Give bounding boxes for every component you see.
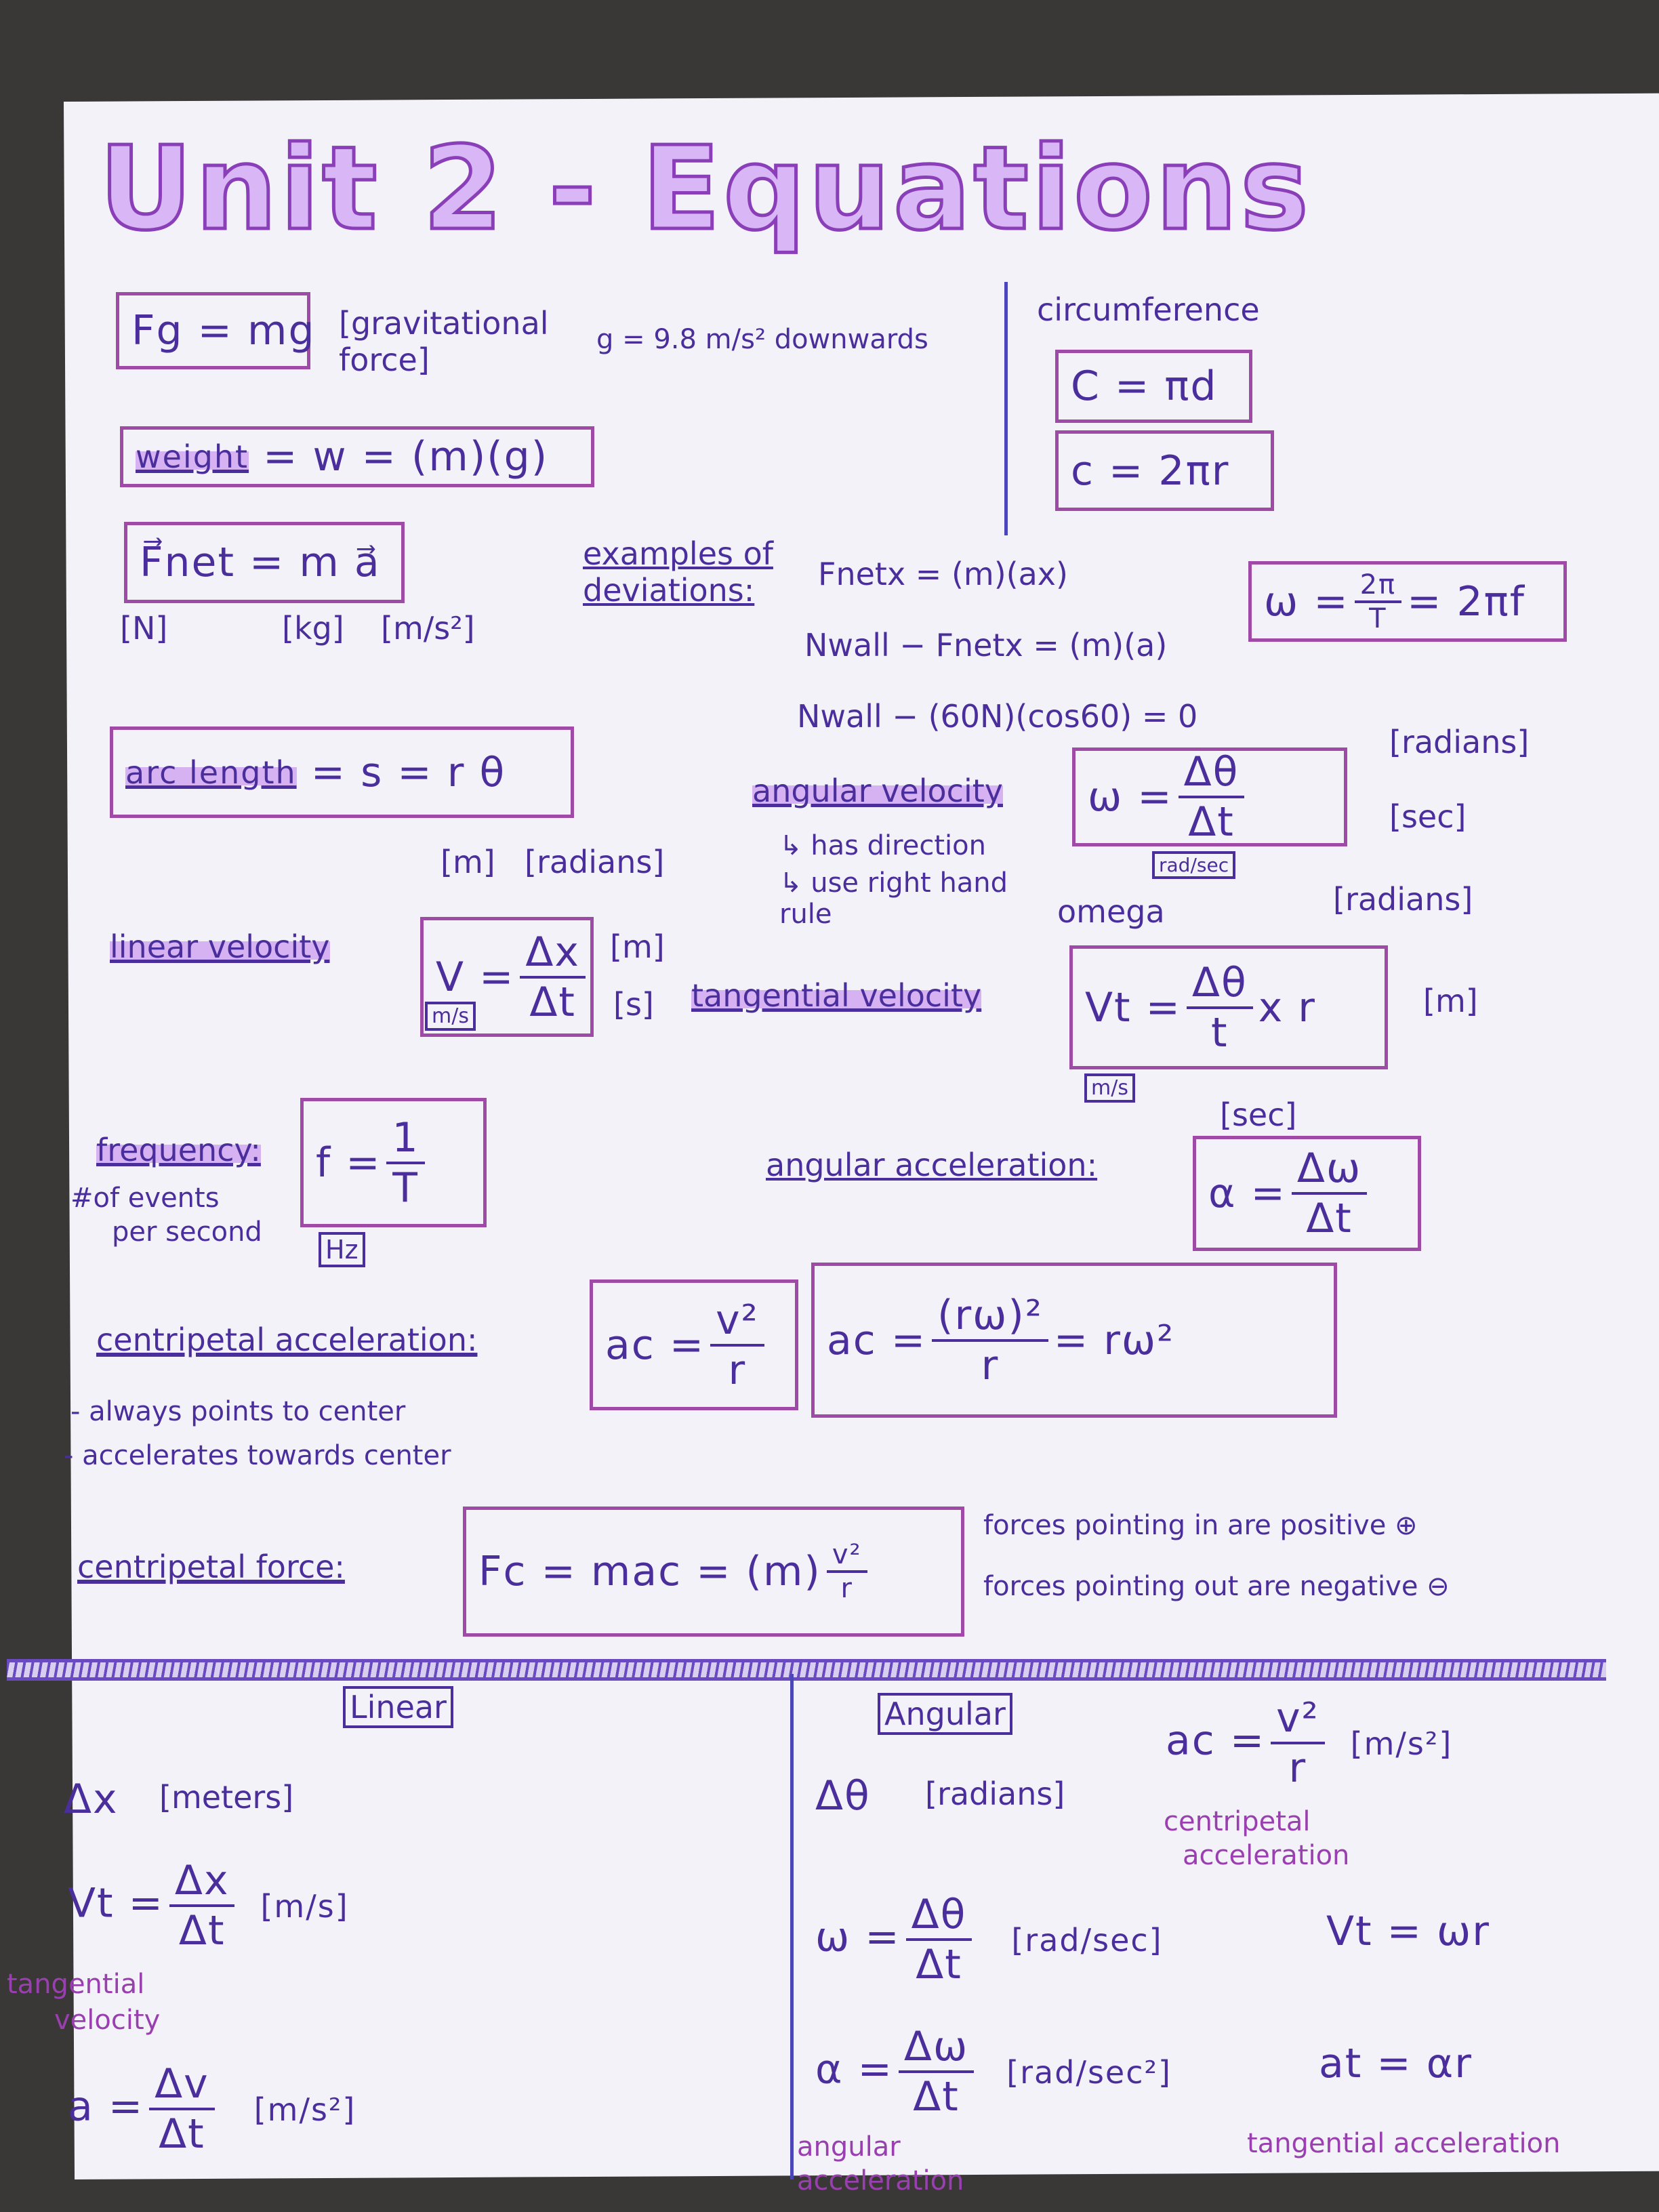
note: velocity (54, 2005, 161, 2036)
centripetal-acceleration-term: centripetal acceleration: (96, 1322, 478, 1358)
g-value: g = 9.8 m/s² downwards (596, 324, 928, 355)
vertical-divider-top (1004, 282, 1008, 535)
angular-vt: Vt = ωr (1326, 1908, 1490, 1955)
note: tangential (7, 1969, 145, 2000)
tangential-velocity-term: tangential velocity (691, 977, 982, 1014)
arc-length-term: arc length (125, 754, 297, 791)
omega-lhs: ω = (1264, 577, 1349, 626)
weight-eq: = w = (m)(g) (263, 433, 549, 480)
angular-at: at = αr (1319, 2040, 1473, 2087)
page-title: Unit 2 - Equations (97, 121, 1312, 258)
note: angular (797, 2131, 901, 2163)
unit-radians: [radians] (1389, 724, 1530, 760)
note: #of events (70, 1183, 220, 1214)
weight-box: weight = w = (m)(g) (120, 426, 594, 487)
derivations-label: examples of deviations: (583, 535, 773, 609)
unit-radians: [radians] (525, 844, 665, 880)
unit-badge: rad/sec (1152, 851, 1236, 879)
linear-velocity-term: linear velocity (110, 928, 330, 965)
unit-sec: [sec] (1220, 1097, 1297, 1133)
weight-term: weight (136, 438, 249, 475)
derivation-line: Nwall − (60N)(cos60) = 0 (797, 698, 1198, 735)
note: tangential acceleration (1247, 2128, 1561, 2159)
net-force-box: F⃗net = m a⃗ (124, 522, 405, 603)
centripetal-force-term: centripetal force: (77, 1549, 345, 1585)
unit-radians: [radians] (1333, 881, 1473, 918)
frequency-term: frequency: (96, 1132, 261, 1168)
angular-dtheta: Δθ (815, 1772, 871, 1820)
arc-length-box: arc length = s = r θ (110, 726, 574, 818)
circumference-radius-box: c = 2πr (1055, 430, 1274, 511)
circumference-label: circumference (1037, 291, 1260, 328)
angular-velocity-term: angular velocity (752, 773, 1003, 809)
section-divider (7, 1659, 1606, 1681)
note: per second (112, 1216, 262, 1248)
unit-badge: m/s (425, 1002, 476, 1031)
circumference-diameter-box: C = πd (1055, 350, 1252, 423)
gravity-force-label: [gravitational force] (339, 305, 549, 378)
arc-length-eq: = s = r θ (310, 748, 506, 796)
unit-badge: m/s (1084, 1073, 1135, 1103)
omega-rhs: = 2πf (1407, 577, 1525, 626)
derivation-line: Fnetx = (m)(ax) (818, 556, 1068, 592)
unit-meter: [m] (610, 928, 665, 965)
gravity-force-box: Fg = mg (116, 292, 314, 369)
note: acceleration (1183, 1840, 1350, 1871)
note: acceleration (797, 2165, 964, 2196)
unit-sec: [sec] (1389, 798, 1467, 835)
unit-meter: [m] (1423, 983, 1478, 1019)
omega-label: omega (1057, 893, 1165, 930)
derivation-line: Nwall − Fnetx = (m)(a) (804, 627, 1168, 663)
unit-radians: [radians] (925, 1776, 1065, 1812)
unit-badge: Hz (319, 1232, 365, 1267)
column-divider (790, 1674, 794, 2179)
unit-newton: [N] (120, 610, 168, 647)
angular-heading: Angular (878, 1693, 1012, 1735)
note: - accelerates towards center (64, 1440, 451, 1471)
note: centripetal (1164, 1806, 1311, 1837)
unit-kg: [kg] (282, 610, 344, 647)
note: ↳ use right hand rule (779, 867, 1008, 930)
unit-meter: [m] (441, 844, 495, 880)
linear-heading: Linear (343, 1686, 453, 1728)
note: - always points to center (70, 1396, 406, 1427)
note: forces pointing out are negative ⊖ (983, 1571, 1450, 1602)
angular-acceleration-term: angular acceleration: (766, 1147, 1098, 1183)
unit-second: [s] (613, 986, 654, 1023)
note: forces pointing in are positive ⊕ (983, 1510, 1418, 1541)
unit-meters: [meters] (159, 1779, 294, 1816)
unit-acceleration: [m/s²] (381, 610, 475, 647)
linear-dx: Δx (64, 1776, 119, 1823)
note: ↳ has direction (779, 830, 986, 861)
